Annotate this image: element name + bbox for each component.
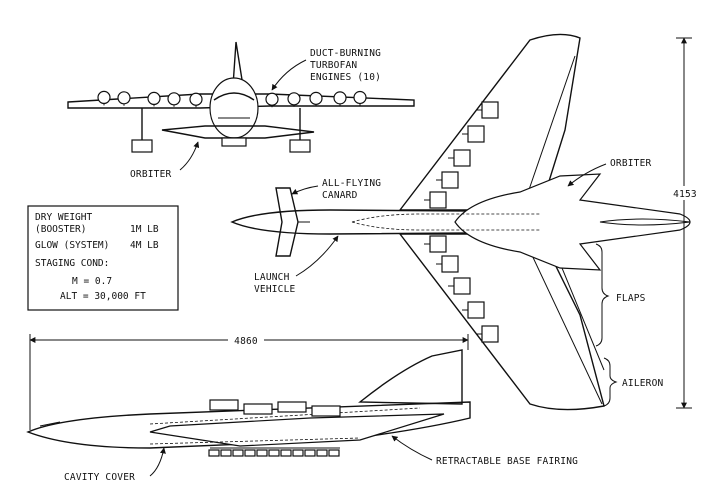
engine-pod-front <box>265 92 279 106</box>
landing-gear-wheel <box>256 449 268 457</box>
engine-pod-front <box>97 90 111 105</box>
dry-weight-sub: (BOOSTER) <box>35 224 86 235</box>
landing-gear-wheel <box>208 449 220 457</box>
engine-pod-plan <box>467 125 485 143</box>
aileron-label: AILERON <box>622 378 664 389</box>
engine-pod-front <box>147 91 161 106</box>
svg-text:TURBOFAN: TURBOFAN <box>310 60 357 71</box>
engine-pod-plan <box>441 171 459 189</box>
dry-weight-label: DRY WEIGHT <box>35 212 92 223</box>
spec-box: DRY WEIGHT (BOOSTER) 1M LB GLOW (SYSTEM)… <box>27 205 179 311</box>
side-engines <box>209 399 341 417</box>
launch-vehicle-callout: LAUNCH VEHICLE <box>254 235 339 295</box>
landing-gear-wheel <box>292 449 304 457</box>
cavity-cover-callout: CAVITY COVER <box>64 447 166 483</box>
side-orbiter <box>149 413 445 447</box>
plan-engines <box>424 101 499 343</box>
engine-pod-front <box>287 92 301 106</box>
aileron-bracket: AILERON <box>603 357 664 407</box>
length-label: 4860 <box>234 336 258 347</box>
staging-label: STAGING COND: <box>35 258 109 269</box>
front-engines <box>97 90 367 108</box>
engine-pod-plan <box>453 149 471 167</box>
plan-wing-lower <box>398 233 605 411</box>
flaps-bracket: FLAPS <box>595 243 646 347</box>
glow-value: 4M LB <box>130 240 159 251</box>
engine-pod-plan <box>429 235 447 253</box>
svg-text:CANARD: CANARD <box>322 190 358 201</box>
staging-mach: M = 0.7 <box>72 276 112 287</box>
svg-text:CAVITY COVER: CAVITY COVER <box>64 472 135 483</box>
landing-gear-wheel <box>220 449 232 457</box>
engine-pod-plan <box>429 191 447 209</box>
plan-wing-upper <box>398 33 581 211</box>
engine-pod-front <box>309 91 323 105</box>
svg-text:ORBITER: ORBITER <box>610 158 652 169</box>
engine-pod-plan <box>441 255 459 273</box>
span-label: 4153 <box>673 189 697 200</box>
orbiter-plan-callout: ORBITER <box>567 158 652 187</box>
front-view <box>67 41 415 153</box>
front-cockpit <box>213 92 255 101</box>
front-landing-gear <box>131 108 311 153</box>
svg-text:VEHICLE: VEHICLE <box>254 284 296 295</box>
svg-text:ENGINES (10): ENGINES (10) <box>310 72 381 83</box>
engine-pod-front <box>167 92 181 106</box>
landing-gear-wheel <box>232 449 244 457</box>
landing-gear-wheel <box>244 449 256 457</box>
plan-canard <box>275 187 299 257</box>
engine-pod-front <box>189 92 203 106</box>
front-fuselage <box>209 77 259 139</box>
side-tail <box>358 349 463 405</box>
landing-gear-wheel <box>328 449 340 457</box>
side-fuselage <box>26 401 471 449</box>
svg-text:LAUNCH: LAUNCH <box>254 272 290 283</box>
engine-pod-front <box>353 90 367 105</box>
landing-gear-wheel <box>304 449 316 457</box>
glow-label: GLOW (SYSTEM) <box>35 240 109 251</box>
orbiter-front-callout: ORBITER <box>130 141 200 180</box>
engine-pod-plan <box>453 277 471 295</box>
staging-alt: ALT = 30,000 FT <box>60 291 146 302</box>
base-fairing-callout: RETRACTABLE BASE FAIRING <box>391 435 578 467</box>
svg-text:ORBITER: ORBITER <box>130 169 172 180</box>
svg-text:ALL-FLYING: ALL-FLYING <box>322 178 381 189</box>
front-orbiter <box>161 125 315 139</box>
length-dimension: 4860 <box>29 333 469 430</box>
dry-weight-value: 1M LB <box>130 224 159 235</box>
flaps-label: FLAPS <box>616 293 646 304</box>
engine-pod-front <box>333 91 347 105</box>
landing-gear-wheel <box>280 449 292 457</box>
engine-pod-plan <box>481 101 499 119</box>
plan-view <box>230 33 691 411</box>
engine-pod-plan <box>467 301 485 319</box>
duct-engines-callout: DUCT-BURNING TURBOFAN ENGINES (10) <box>271 48 381 91</box>
svg-text:RETRACTABLE BASE FAIRING: RETRACTABLE BASE FAIRING <box>436 456 578 467</box>
svg-text:DUCT-BURNING: DUCT-BURNING <box>310 48 381 59</box>
engine-pod-plan <box>481 325 499 343</box>
span-dimension: 4153 <box>670 37 700 409</box>
landing-gear-wheel <box>268 449 280 457</box>
landing-gear-wheel <box>316 449 328 457</box>
canard-callout: ALL-FLYING CANARD <box>291 178 381 201</box>
plan-orbiter <box>454 173 691 271</box>
side-view <box>26 349 471 457</box>
engine-pod-front <box>117 91 131 105</box>
side-landing-gear <box>208 447 340 457</box>
